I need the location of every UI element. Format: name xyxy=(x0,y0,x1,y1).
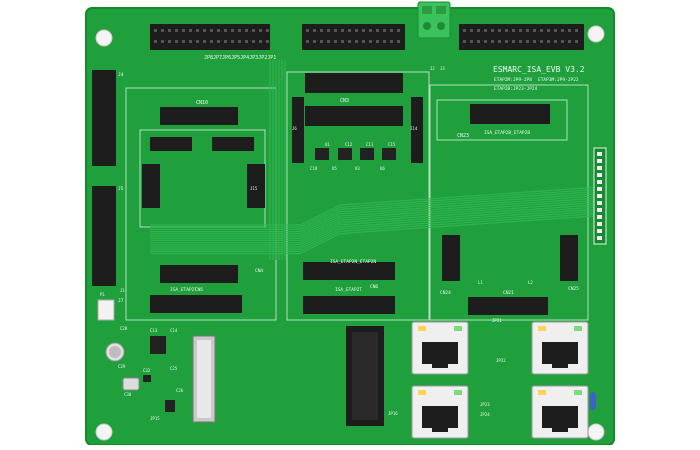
component-label: C12 xyxy=(345,142,353,147)
component-label: J1 xyxy=(120,288,125,293)
component-label: C11 xyxy=(366,142,374,147)
component-label: JP23 xyxy=(480,402,490,407)
component-label: C30 xyxy=(124,392,132,397)
component-label: JP15 xyxy=(150,416,160,421)
header-pins xyxy=(154,29,578,43)
header-block xyxy=(247,164,265,208)
ic-chips xyxy=(143,148,396,412)
header-block xyxy=(160,265,238,283)
label-cn23: CN23 xyxy=(457,133,469,139)
label-cn25: CN25 xyxy=(568,286,579,292)
component-label: J15 xyxy=(250,186,258,191)
header-block xyxy=(292,97,304,163)
header-block xyxy=(411,97,423,163)
component-label: J6 xyxy=(292,126,297,131)
label-cn4: CN4 xyxy=(255,268,263,274)
component-label: JP22 xyxy=(496,358,506,363)
jumper-note-2: ETAP3M:JP9-JP22 xyxy=(538,77,579,83)
component-label: L1 xyxy=(478,280,483,285)
label-cn24: CN24 xyxy=(440,290,451,296)
board-title: ESMARC_ISA_EVB V3.2 xyxy=(493,65,585,74)
module-headers xyxy=(142,73,578,315)
header-block xyxy=(150,295,242,313)
label-isa-center-low: ISA_ETAP2T xyxy=(335,287,362,293)
component-label: JP24 xyxy=(480,412,490,417)
component-label: U1 xyxy=(325,142,330,147)
m2-socket xyxy=(346,326,384,426)
header-block xyxy=(303,296,395,314)
sd-card-slot xyxy=(192,335,216,423)
label-j4: J4 xyxy=(118,72,124,78)
header-block xyxy=(560,235,578,281)
header-block xyxy=(470,104,550,124)
component-label: C25 xyxy=(170,366,178,371)
header-block xyxy=(468,297,548,315)
top-headers xyxy=(150,24,584,50)
component-label: JP21 xyxy=(492,318,502,323)
component-label: C14 xyxy=(170,328,178,333)
pcb-traces xyxy=(150,60,601,260)
label-cn3: CN3 xyxy=(340,98,349,104)
component-label: C15 xyxy=(388,142,396,147)
header-block xyxy=(212,137,254,151)
label-isa-left-low: ISA_ETAP2T xyxy=(170,287,197,293)
component-label: C29 xyxy=(118,364,126,369)
label-isa-right: ISA_ETAP2B_ETAP2B xyxy=(484,130,530,136)
component-label: C32 xyxy=(143,368,151,373)
component-label: C26 xyxy=(176,388,184,393)
header-block xyxy=(303,262,395,280)
label-j7: J7 xyxy=(118,298,124,304)
header-block xyxy=(160,107,238,125)
silkscreen-labels: ESMARC_ISA_EVB V3.2 JP8JP7JP6JP5JP4JP3JP… xyxy=(118,55,585,304)
terminal-block xyxy=(417,1,451,39)
component-label: U3 xyxy=(355,166,360,171)
component-label: C13 xyxy=(150,328,158,333)
component-label: J14 xyxy=(410,126,418,131)
capacitor-and-usb xyxy=(97,299,596,410)
label-isa-center: ISA_ETAP2N_ETAP2N xyxy=(330,259,376,265)
left-headers xyxy=(92,70,116,286)
label-j5: J5 xyxy=(118,186,124,192)
label-cn6: CN6 xyxy=(370,284,378,290)
component-label: C28 xyxy=(120,326,128,331)
header-block xyxy=(150,137,192,151)
jumper-note-3: ETAP2B:JP23-JP24 xyxy=(494,86,538,92)
top-pin-labels: JP8JP7JP6JP5JP4JP3JP2JP1 xyxy=(204,55,276,61)
component-label: U5 xyxy=(332,166,337,171)
label-cn5: CN5 xyxy=(195,287,203,293)
label-cn10: CN10 xyxy=(196,100,208,106)
rj45-jacks xyxy=(411,321,589,439)
jumper-note-1: ETAP2M:JP9-JP8 xyxy=(494,77,532,83)
label-cn21: CN21 xyxy=(503,290,514,296)
component-label: P1 xyxy=(100,292,105,297)
component-label: L2 xyxy=(528,280,533,285)
component-label: U6 xyxy=(380,166,385,171)
component-label: J3 xyxy=(440,66,445,71)
component-label: J2 xyxy=(430,66,435,71)
component-label: JP16 xyxy=(388,411,398,416)
component-label: C18 xyxy=(310,166,318,171)
header-block xyxy=(305,106,403,126)
header-block xyxy=(442,235,460,281)
header-block xyxy=(142,164,160,208)
header-block xyxy=(305,73,403,93)
